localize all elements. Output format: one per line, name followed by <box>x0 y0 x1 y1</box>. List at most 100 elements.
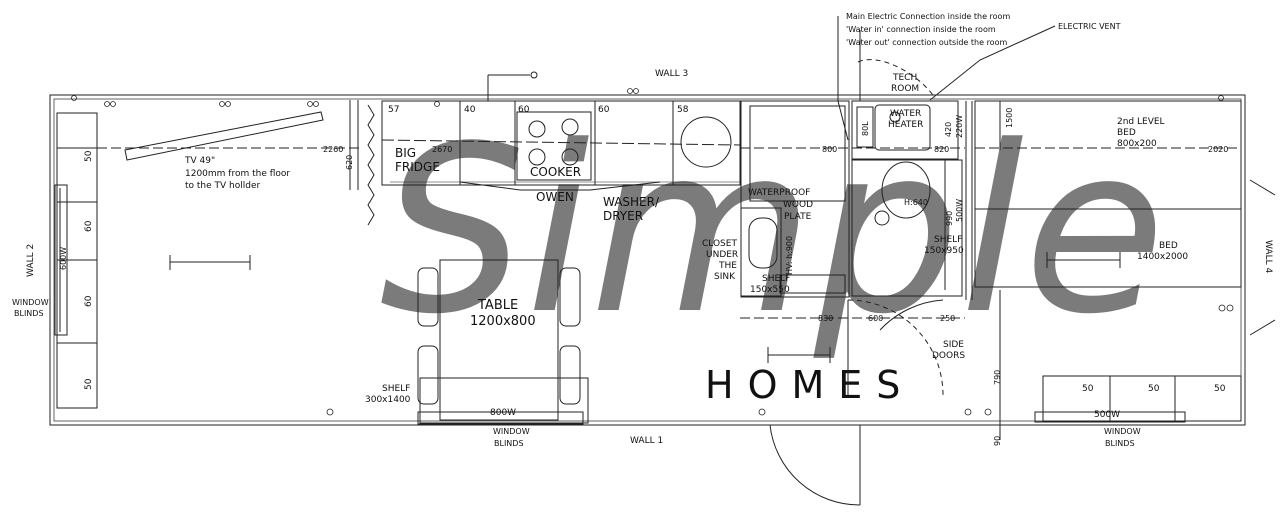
bath-990: 990 <box>945 211 954 226</box>
tech-room <box>851 100 959 160</box>
bedroom-cabinets <box>1042 375 1242 422</box>
tv-label-1: TV 49" <box>184 156 215 166</box>
module-50a: 50 <box>84 150 94 162</box>
outer-wall <box>49 94 1246 426</box>
shelf2-label: SHELF <box>934 235 962 245</box>
water-heater-1: WATER <box>890 109 921 119</box>
note-electric: Main Electric Connection inside the room <box>846 12 1010 21</box>
left-shelf-2: 300x1400 <box>365 395 411 405</box>
fridge-label-1: BIG <box>395 146 416 160</box>
dining-table <box>439 259 559 421</box>
bedroom-500w: 500W <box>1094 410 1120 420</box>
cooker <box>516 111 592 181</box>
module-60b: 60 <box>84 295 94 307</box>
dim-90: 90 <box>993 436 1002 446</box>
cabinet-50c: 50 <box>1214 384 1226 394</box>
left-shelf-1: SHELF <box>382 384 410 394</box>
bedroom-blinds-2: BLINDS <box>1105 439 1135 448</box>
tv <box>124 111 324 161</box>
width-58: 58 <box>677 105 689 115</box>
watermark-brand: Simple <box>380 98 1165 365</box>
dim-2260: 2260 <box>323 145 343 154</box>
note-water-out: 'Water out' connection outside the room <box>846 38 1007 47</box>
tech-label-1: TECH <box>892 73 917 83</box>
left-window <box>54 184 68 336</box>
dim-620: 620 <box>345 155 354 170</box>
hv-label: HV: h:900 <box>785 236 794 275</box>
watermark-sub: HOMES <box>705 363 914 407</box>
dim-790: 790 <box>993 370 1002 385</box>
width-60b: 60 <box>598 105 610 115</box>
bathroom <box>740 100 850 298</box>
dim-600: 600 <box>868 314 883 323</box>
wall-4-label: WALL 4 <box>1263 240 1273 273</box>
wc-height: H:640 <box>904 198 928 207</box>
note-water-in: 'Water in' connection inside the room <box>846 25 996 34</box>
width-57: 57 <box>388 105 399 115</box>
side-doors-1: SIDE <box>943 340 964 350</box>
width-40: 40 <box>464 105 476 115</box>
dim-820: 820 <box>934 145 949 154</box>
shower <box>749 105 846 202</box>
left-600w: 600W <box>59 247 68 270</box>
dim-2020: 2020 <box>1208 145 1228 154</box>
bottom-blinds-1: WINDOW <box>493 427 530 436</box>
kitchen-counter <box>381 100 741 186</box>
waterproof-label-2: WOOD <box>783 200 813 210</box>
closet-label-3: THE <box>718 261 737 271</box>
wall-1-label: WALL 1 <box>630 436 663 446</box>
shelf-label: SHELF <box>762 274 790 284</box>
left-800w: 800W <box>490 408 516 418</box>
fridge-label-2: FRIDGE <box>395 160 440 174</box>
left-blinds-1: WINDOW <box>12 298 49 307</box>
cabinet-50b: 50 <box>1148 384 1160 394</box>
dim-2670: 2670 <box>432 145 452 154</box>
side-doors-2: DOORS <box>932 351 965 361</box>
bed-label-1: BED <box>1159 241 1178 251</box>
cooker-label: COOKER <box>530 165 581 179</box>
shelf-size: 150x550 <box>750 285 790 295</box>
closet-label-4: SINK <box>714 272 736 282</box>
tech-420: 420 <box>944 122 953 137</box>
tech-label-2: ROOM <box>891 84 919 94</box>
bed-label-2: 1400x2000 <box>1137 252 1188 262</box>
bedroom-blinds-1: WINDOW <box>1104 427 1141 436</box>
table-label-2: 1200x800 <box>470 314 536 329</box>
tv-label-3: to the TV hollder <box>185 181 261 191</box>
owen-label: OWEN <box>536 190 574 204</box>
upper-bed-1: 2nd LEVEL <box>1117 117 1165 127</box>
washer-label-2: DRYER <box>603 209 643 223</box>
cabinet-50a: 50 <box>1082 384 1094 394</box>
bed <box>974 208 1242 288</box>
toilet <box>881 161 931 219</box>
left-blinds-2: BLINDS <box>14 309 44 318</box>
upper-bed-3: 800x200 <box>1117 139 1157 149</box>
table-label-1: TABLE <box>477 298 518 313</box>
washer-label-1: WASHER/ <box>603 195 660 209</box>
bottom-blinds-2: BLINDS <box>494 439 524 448</box>
washer-drum <box>680 116 732 168</box>
dim-830: 830 <box>818 314 833 323</box>
wall-2-label: WALL 2 <box>26 244 36 277</box>
boiler-80l: 80L <box>861 121 870 136</box>
module-60a: 60 <box>84 220 94 232</box>
closet-label-2: UNDER <box>706 250 738 260</box>
side-door-swing <box>847 299 944 396</box>
tech-220w: 220W <box>955 115 964 138</box>
bath-500w: 500W <box>955 199 964 222</box>
upper-bed-2: BED <box>1117 128 1136 138</box>
entrance-door <box>769 424 861 506</box>
note-vent: ELECTRIC VENT <box>1058 22 1121 31</box>
dim-800: 800 <box>822 145 837 154</box>
closet-label-1: CLOSET <box>702 239 737 249</box>
shelf2-size: 150x950 <box>924 246 964 256</box>
shelf-unit <box>419 377 589 424</box>
waterproof-label-3: PLATE <box>784 212 812 222</box>
dim-1500: 1500 <box>1005 108 1014 128</box>
waterproof-label-1: WATERPROOF <box>748 188 810 198</box>
width-60a: 60 <box>518 105 530 115</box>
tv-label-2: 1200mm from the floor <box>185 169 290 179</box>
water-heater-2: HEATER <box>888 120 923 130</box>
module-50b: 50 <box>84 378 94 390</box>
